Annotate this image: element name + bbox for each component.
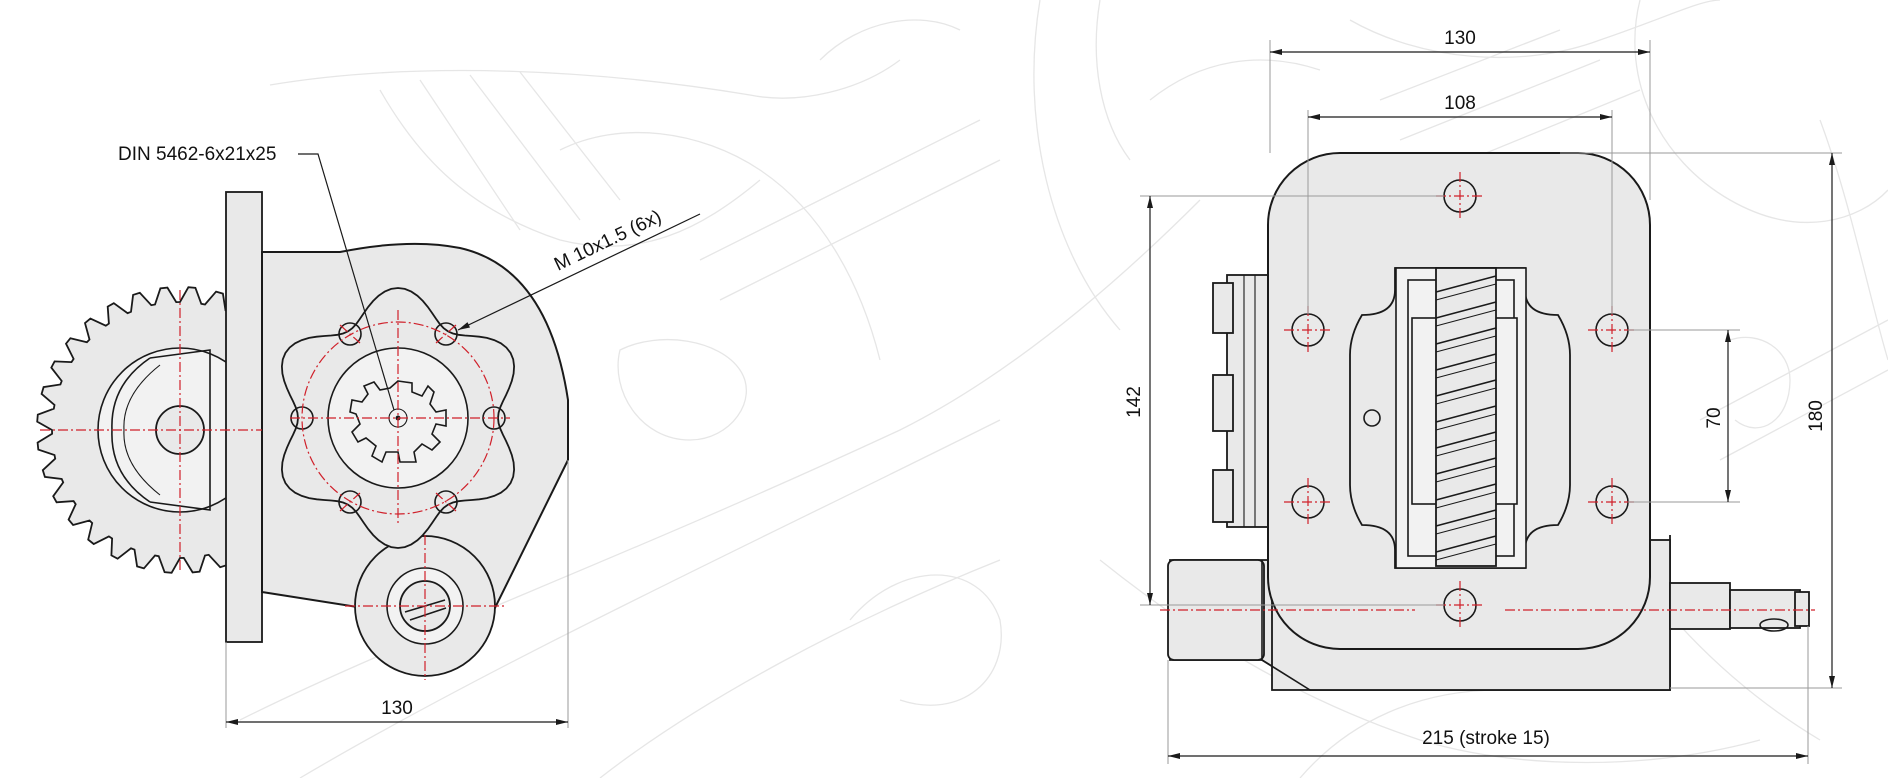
overall-height-dimension: 180	[1806, 400, 1827, 432]
right-centerlines	[1160, 172, 1815, 629]
spline-shaft	[349, 380, 447, 464]
inner-height-dimension: 70	[1704, 407, 1725, 428]
left-height-dimension: 142	[1124, 386, 1145, 418]
mounting-studs	[1212, 274, 1270, 528]
helical-gear	[1435, 267, 1497, 567]
left-view: DIN 5462-6x21x25 M 10x1.5 (6x) 130	[36, 144, 701, 728]
hole-spacing-dimension: 108	[1444, 93, 1476, 114]
right-view: 130 108 142 70 180 215 (stroke 15)	[1124, 28, 1842, 764]
top-width-dimension: 130	[1444, 28, 1476, 49]
left-width-dimension: 130	[381, 698, 413, 719]
overall-length-dimension: 215 (stroke 15)	[1422, 728, 1550, 749]
gear-teeth	[1435, 275, 1497, 561]
output-shaft	[1669, 582, 1731, 630]
left-centerlines	[40, 290, 510, 680]
flange-plate	[225, 191, 263, 643]
thread-spec-label: M 10x1.5 (6x)	[551, 206, 665, 275]
spline-spec-label: DIN 5462-6x21x25	[118, 144, 276, 165]
